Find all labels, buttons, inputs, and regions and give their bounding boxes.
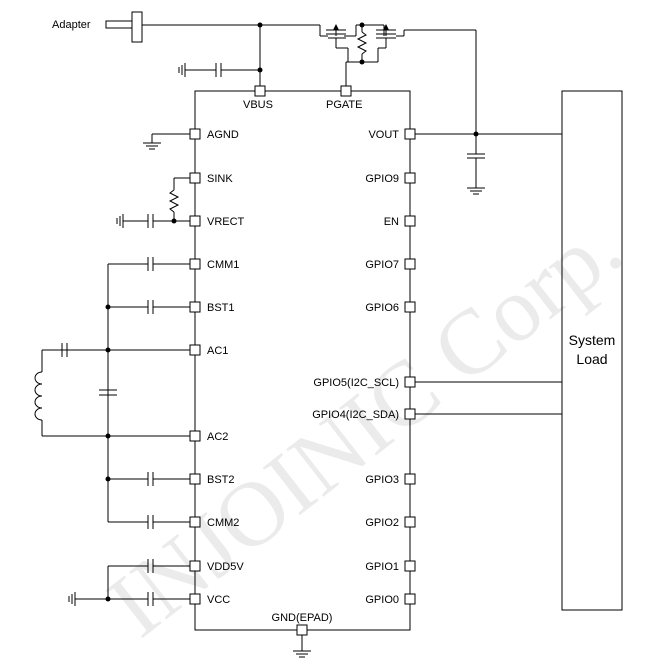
adapter-connector: Adapter [52,11,320,43]
pin-cmm1-label: CMM1 [207,259,239,271]
ac-network [34,257,190,529]
pin-bst1: BST1 [189,301,235,314]
pin-pgate-label: PGATE [326,99,362,111]
pin-bst2-label: BST2 [207,474,235,486]
pin-vrect-label: VRECT [207,216,245,228]
pin-vout-label: VOUT [368,129,399,141]
pin-cmm1: CMM1 [189,258,239,271]
right-pins: VOUT GPIO9 EN GPIO7 GPIO6 GPIO5(I2C_SCL)… [312,128,416,606]
pin-gnd-epad-pad [296,624,308,636]
vbus-net: VBUS [178,22,273,111]
pin-vcc-label: VCC [207,594,230,606]
pin-gpio9-label: GPIO9 [365,173,399,185]
pin-gpio4-label: GPIO4(I2C_SDA) [312,409,399,421]
pin-sink: SINK [189,172,233,185]
system-load-line1: System [569,332,616,348]
pin-ac1-label: AC1 [207,345,228,357]
agnd-net [143,133,190,150]
pin-vbus-label: VBUS [243,99,273,111]
pin-gpio1: GPIO1 [365,560,416,573]
pin-vbus-pad [254,85,266,97]
pin-gnd-epad-label: GND(EPAD) [272,612,333,624]
pin-agnd-label: AGND [207,129,239,141]
pin-gpio1-label: GPIO1 [365,561,399,573]
sink-resistor [168,177,190,221]
system-load-line2: Load [576,351,607,367]
pin-vdd5v: VDD5V [189,560,244,573]
pin-gpio4: GPIO4(I2C_SDA) [312,408,416,421]
pin-gpio6: GPIO6 [365,301,416,314]
pin-gpio6-label: GPIO6 [365,302,399,314]
pin-bst2: BST2 [189,473,235,486]
pin-cmm2: CMM2 [189,516,239,529]
pin-gpio3-label: GPIO3 [365,474,399,486]
pin-en-label: EN [384,216,399,228]
vdd-vcc-net [68,559,190,606]
pin-vrect: VRECT [189,215,245,228]
pin-gpio0-label: GPIO0 [365,594,399,606]
pin-gpio7-label: GPIO7 [365,259,399,271]
pin-ac2-label: AC2 [207,431,228,443]
pin-ac1: AC1 [189,344,228,357]
pin-sink-label: SINK [207,173,233,185]
adapter-label: Adapter [52,19,91,31]
pin-gpio0: GPIO0 [365,593,416,606]
pin-ac2: AC2 [189,430,228,443]
pin-pgate-pad [340,85,352,97]
vout-net [415,30,562,195]
pin-gpio7: GPIO7 [365,258,416,271]
system-load-box: System Load [561,90,623,611]
vrect-net [116,214,190,228]
pin-en: EN [384,215,416,228]
pin-gpio9: GPIO9 [365,172,416,185]
pin-gpio5: GPIO5(I2C_SCL) [313,376,416,389]
pin-cmm2-label: CMM2 [207,517,239,529]
left-pins: AGND SINK VRECT CMM1 BST1 AC1 AC2 BST2 C… [189,128,245,606]
gnd-epad: GND(EPAD) [272,612,333,658]
pin-gpio2: GPIO2 [365,516,416,529]
pgate-mosfets: PGATE [319,22,476,111]
pin-vout: VOUT [368,128,416,141]
pin-gpio2-label: GPIO2 [365,517,399,529]
pin-vdd5v-label: VDD5V [207,561,244,573]
pin-vcc: VCC [189,593,230,606]
pin-gpio3: GPIO3 [365,473,416,486]
pin-gpio5-label: GPIO5(I2C_SCL) [313,377,399,389]
pin-agnd: AGND [189,128,239,141]
pin-bst1-label: BST1 [207,302,235,314]
